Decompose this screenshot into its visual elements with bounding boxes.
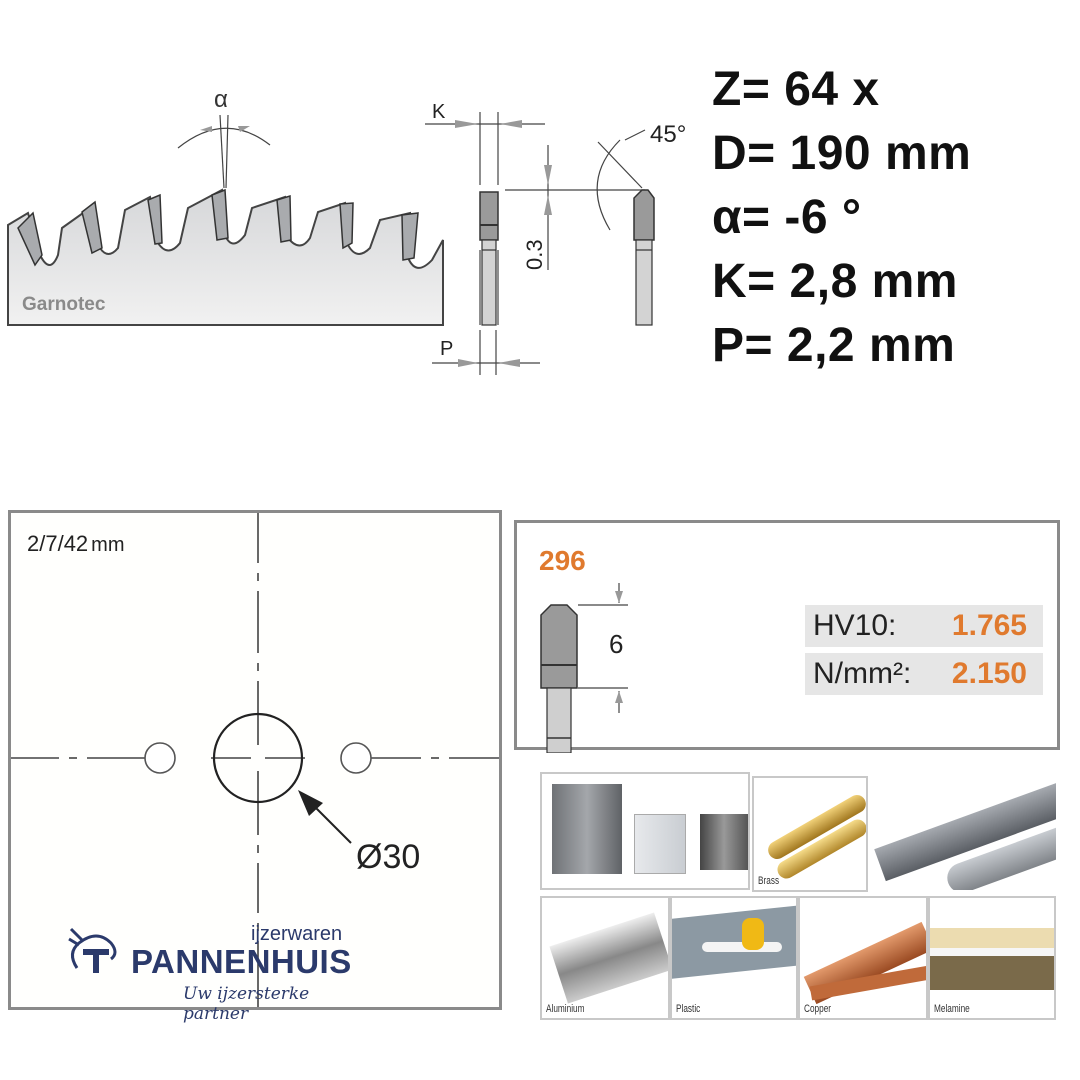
pin-hole-right	[340, 742, 372, 774]
carbide-height-label: 6	[609, 629, 624, 659]
tooth-profile-diagram: α Garnotec	[7, 86, 444, 326]
material-label-melamine: Melamine	[934, 1003, 970, 1015]
strength-row: N/mm²: 2.150	[805, 653, 1043, 695]
materials-grid: Brass Aluminium Plastic Copper Melamine	[540, 772, 1060, 1020]
brand-watermark: Garnotec	[22, 294, 106, 315]
material-label-aluminium: Aluminium	[546, 1003, 585, 1015]
angle-45-label: 45°	[650, 121, 686, 148]
strength-value: 2.150	[951, 657, 1027, 690]
hardness-row: HV10: 1.765	[805, 605, 1043, 647]
hardness-value: 1.765	[951, 609, 1027, 642]
pin-hole-left	[144, 742, 176, 774]
material-tile-copper: Copper	[798, 896, 928, 1020]
k-label: K	[432, 101, 446, 123]
material-tile-brass: Brass	[752, 776, 868, 892]
material-tile-aluminium: Aluminium	[540, 896, 670, 1020]
strength-label: N/mm²:	[813, 657, 912, 690]
logo-name: PANNENHUIS	[131, 943, 352, 980]
logo-mark-icon	[68, 927, 117, 973]
material-label-copper: Copper	[804, 1003, 832, 1015]
hardness-label: HV10:	[813, 609, 897, 642]
spec-plate: P= 2,2 mm	[712, 319, 956, 372]
material-tile-plastic: Plastic	[670, 896, 798, 1020]
logo-tagline: Uw ijzersterke partner	[183, 984, 310, 1024]
pannenhuis-logo: ijzerwaren PANNENHUIS Uw ijzersterke par…	[65, 913, 375, 1024]
spec-teeth: Z= 64 x	[712, 63, 880, 116]
bore-diameter-label: Ø30	[356, 838, 420, 876]
carbide-grade: 296	[539, 545, 586, 576]
bore-hole	[212, 712, 304, 804]
carbide-info-panel: 296 6 HV10: 1.765 N/mm²: 2.150	[514, 520, 1060, 753]
dimension-0-3: 0.3	[522, 239, 547, 270]
spec-diameter: D= 190 mm	[712, 127, 972, 180]
p-label: P	[440, 338, 453, 360]
material-label-brass: Brass	[758, 875, 780, 887]
spec-list: Z= 64 x D= 190 mm α= -6 ° K= 2,8 mm P= 2…	[712, 58, 971, 378]
spec-kerf: K= 2,8 mm	[712, 255, 958, 308]
spec-hook-angle: α= -6 °	[712, 191, 862, 244]
material-tile-melamine: Melamine	[928, 896, 1056, 1020]
material-tile-steel-profile	[872, 772, 1058, 892]
carbide-tip-diagram	[540, 583, 628, 753]
tooth-side-profile-diagram: K P 0.3 45°	[425, 101, 686, 375]
material-tile-profiles	[540, 772, 750, 890]
logo-top-text: ijzerwaren	[251, 923, 343, 945]
alpha-symbol: α	[214, 86, 228, 113]
material-label-plastic: Plastic	[676, 1003, 701, 1015]
